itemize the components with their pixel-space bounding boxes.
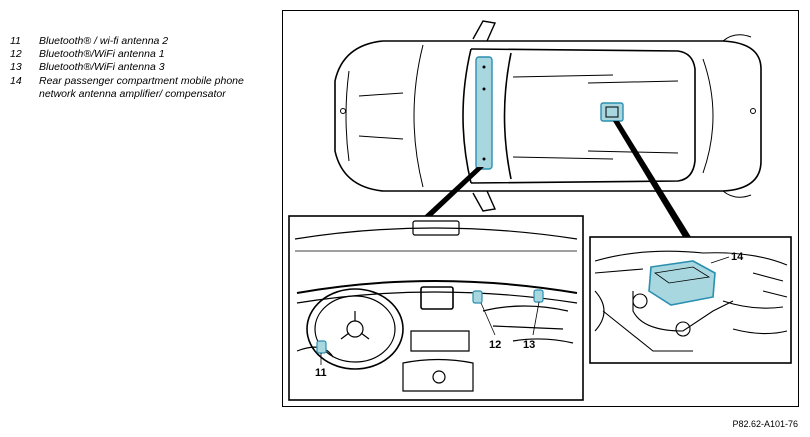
- callout-11: 11: [315, 367, 327, 379]
- callout-line-14: [710, 256, 730, 264]
- antenna-12-marker: [472, 290, 483, 304]
- dashboard-detail-view: 11 12 13: [288, 215, 584, 401]
- legend-number: 13: [10, 61, 22, 74]
- legend-number: 14: [10, 74, 22, 87]
- legend-item-12: 12 Bluetooth®/WiFi antenna 1: [10, 48, 270, 61]
- callout-line-12: [480, 302, 496, 336]
- antenna-13-marker: [533, 289, 544, 303]
- antenna-mount-dot: [482, 87, 486, 91]
- callout-12: 12: [489, 339, 501, 351]
- legend-text: Rear passenger compartment mobile phone …: [39, 74, 244, 100]
- antenna-11-marker: [316, 340, 327, 354]
- legend-item-13: 13 Bluetooth®/WiFi antenna 3: [10, 61, 270, 74]
- windscreen-antenna-strip: [475, 56, 493, 170]
- legend-text: Bluetooth®/WiFi antenna 1: [39, 48, 165, 61]
- vehicle-diagram: 11 12 13 14: [288, 20, 792, 401]
- vehicle-diagram-frame: 11 12 13 14: [282, 10, 799, 407]
- legend-text: Bluetooth®/WiFi antenna 3: [39, 61, 165, 74]
- legend-item-11: 11 Bluetooth® / wi-fi antenna 2: [10, 35, 270, 48]
- detail-pointer-left: [423, 167, 484, 217]
- legend-item-14: 14 Rear passenger compartment mobile pho…: [10, 75, 270, 101]
- legend-number: 11: [10, 35, 21, 47]
- callout-14: 14: [731, 251, 744, 263]
- legend-text: Bluetooth® / wi-fi antenna 2: [39, 35, 169, 47]
- callout-line-13: [532, 301, 540, 336]
- amplifier-outline: [605, 106, 619, 118]
- rear-amplifier-marker: [600, 102, 624, 122]
- figure-code: P82.62-A101-76: [732, 419, 798, 429]
- antenna-mount-dot: [482, 65, 486, 69]
- car-top-view: [334, 20, 762, 212]
- detail-pointer-right: [613, 121, 691, 237]
- callout-13: 13: [523, 339, 535, 351]
- amplifier-unit: [648, 260, 716, 306]
- legend-list: 11 Bluetooth® / wi-fi antenna 2 12 Bluet…: [10, 35, 270, 101]
- amplifier-top-face: [653, 266, 711, 284]
- amplifier-detail-view: 14: [589, 236, 792, 364]
- antenna-mount-dot: [482, 157, 486, 161]
- legend-number: 12: [10, 48, 22, 61]
